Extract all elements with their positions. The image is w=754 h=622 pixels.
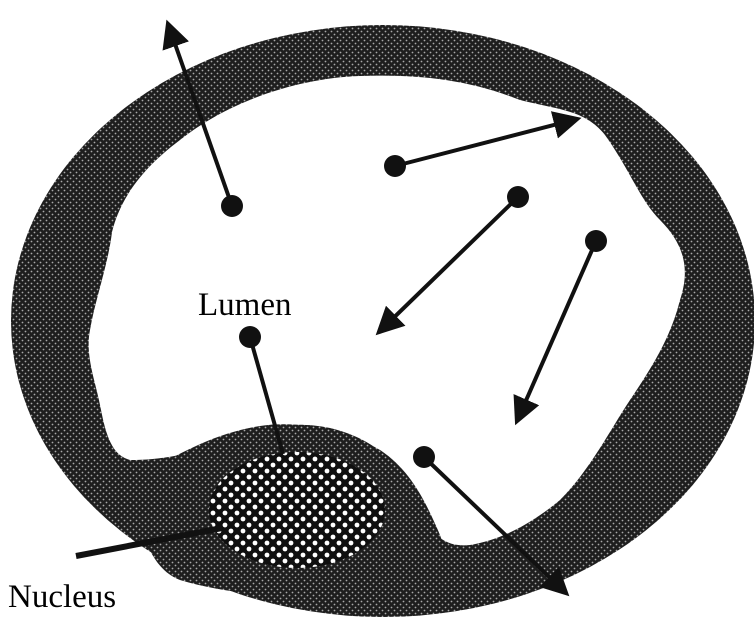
nucleus [209,452,385,568]
lumen-label: Lumen [198,289,291,322]
nucleus-label: Nucleus [8,581,116,614]
vector-4-origin [585,230,607,252]
vector-3-origin [507,186,529,208]
vector-2-origin [384,155,406,177]
lumen-pointer-dot [239,326,261,348]
vector-5-origin [413,446,435,468]
vector-1-origin [221,195,243,217]
